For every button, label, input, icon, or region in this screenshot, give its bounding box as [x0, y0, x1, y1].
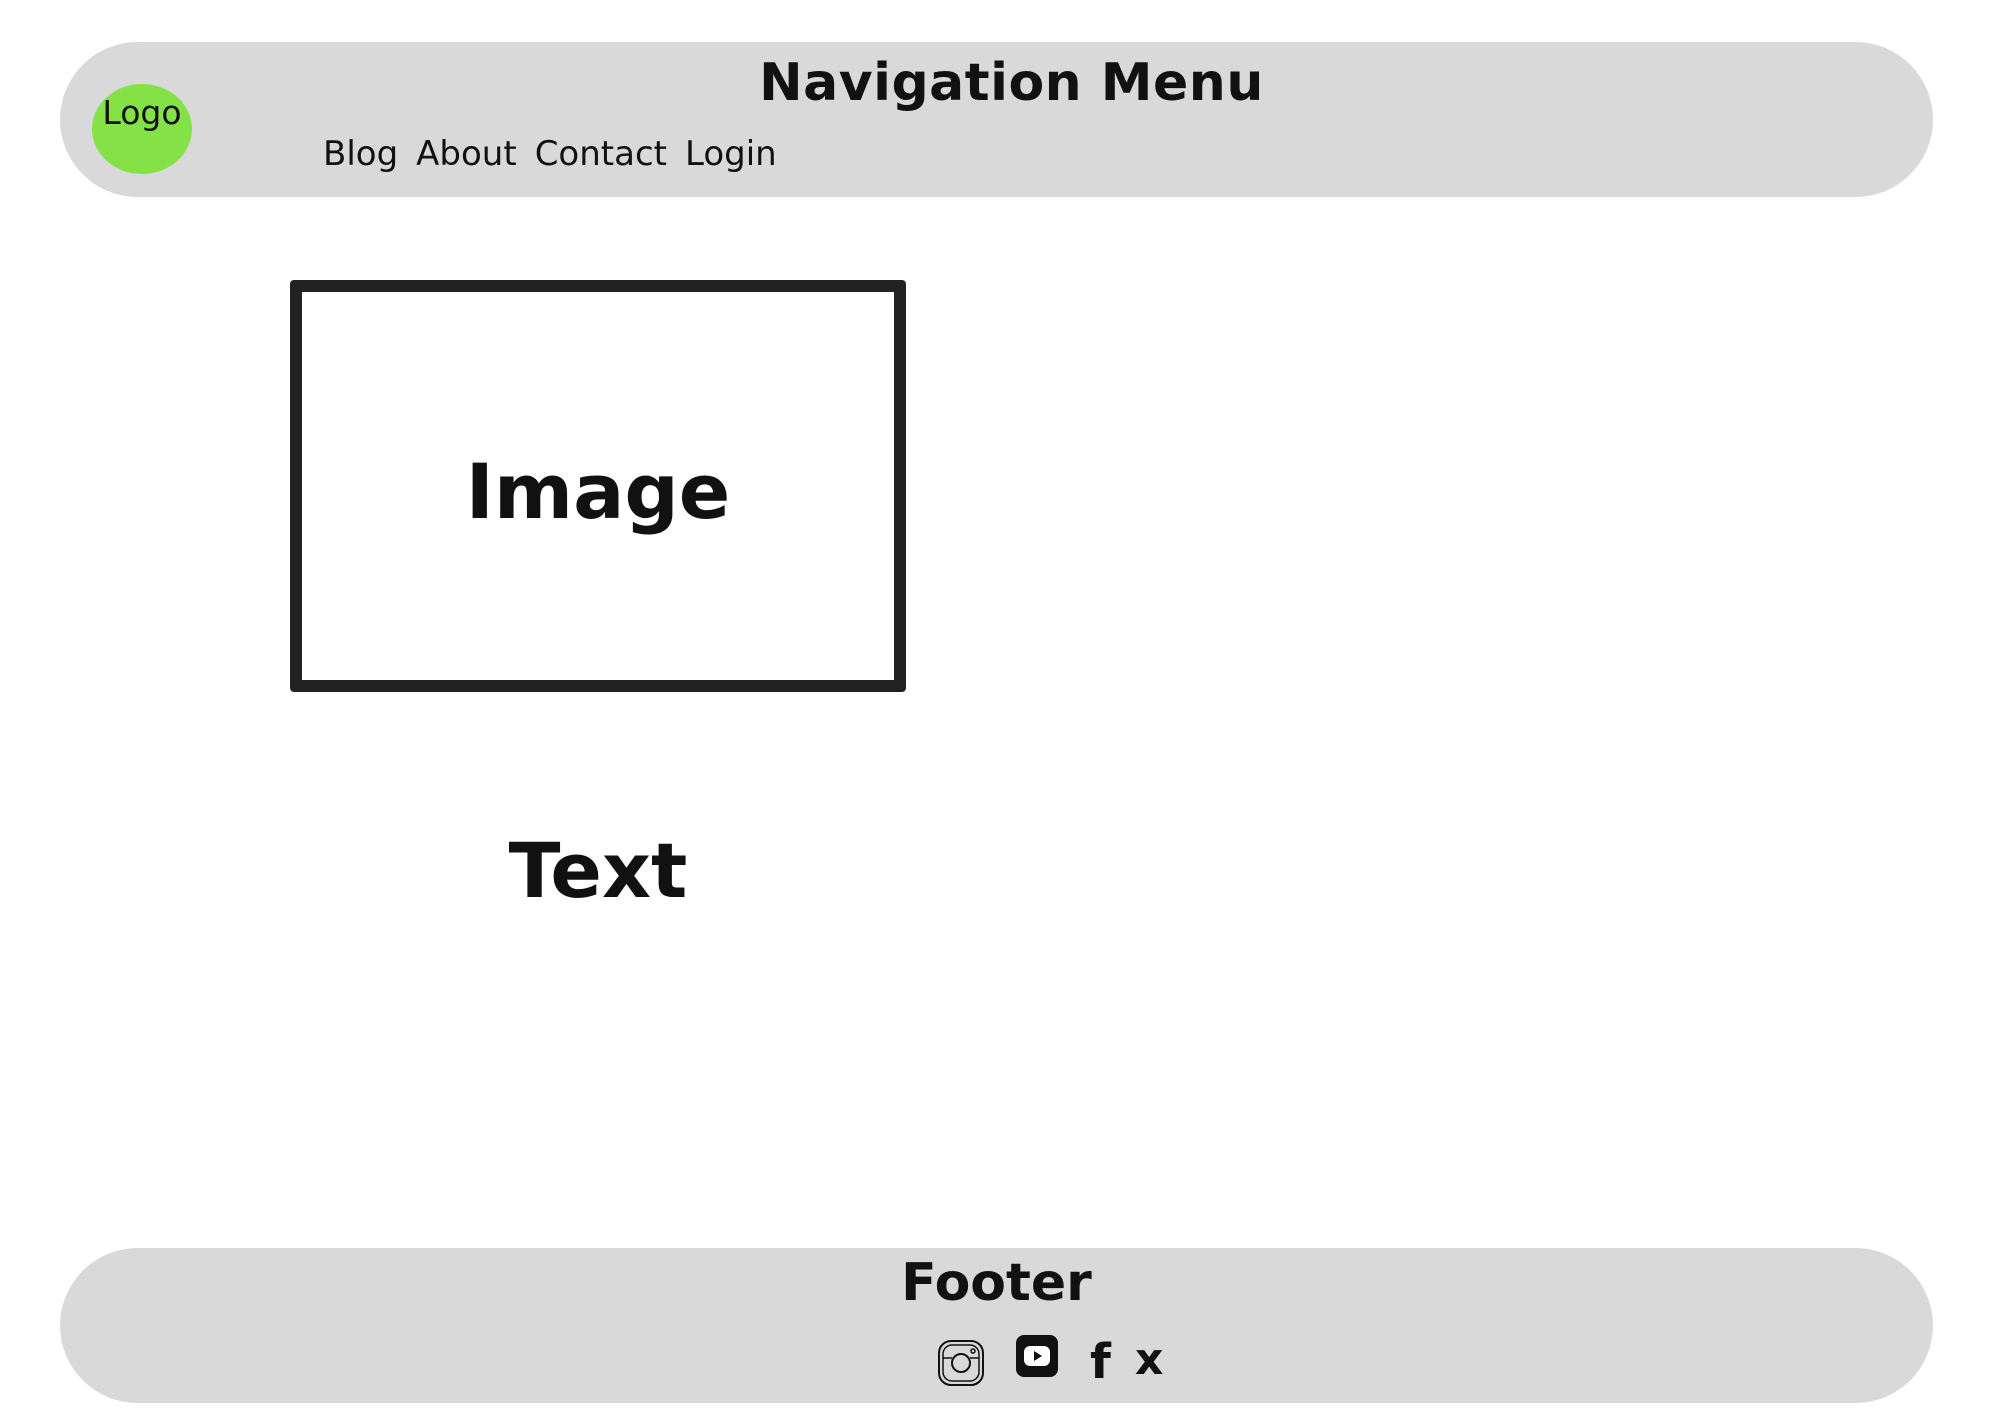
facebook-icon[interactable]: f	[1090, 1334, 1111, 1390]
instagram-icon[interactable]	[937, 1339, 985, 1387]
logo-label: Logo	[102, 93, 182, 132]
footer-title: Footer	[901, 1253, 1092, 1313]
nav-link-about[interactable]: About	[416, 134, 517, 174]
nav-link-blog[interactable]: Blog	[323, 134, 399, 174]
nav-links: Blog About Contact Login	[323, 134, 777, 175]
image-label: Image	[465, 447, 731, 536]
footer-bar: Footer	[60, 1248, 1933, 1403]
youtube-icon[interactable]	[1015, 1334, 1059, 1378]
logo[interactable]: Logo	[92, 84, 192, 174]
nav-title: Navigation Menu	[759, 53, 1264, 113]
navigation-bar: Logo Navigation Menu Blog About Contact …	[60, 42, 1933, 197]
image-placeholder: Image	[290, 280, 906, 692]
x-icon[interactable]: x	[1135, 1334, 1164, 1385]
nav-link-contact[interactable]: Contact	[534, 134, 667, 174]
text-placeholder: Text	[508, 826, 688, 915]
nav-link-login[interactable]: Login	[684, 134, 777, 174]
